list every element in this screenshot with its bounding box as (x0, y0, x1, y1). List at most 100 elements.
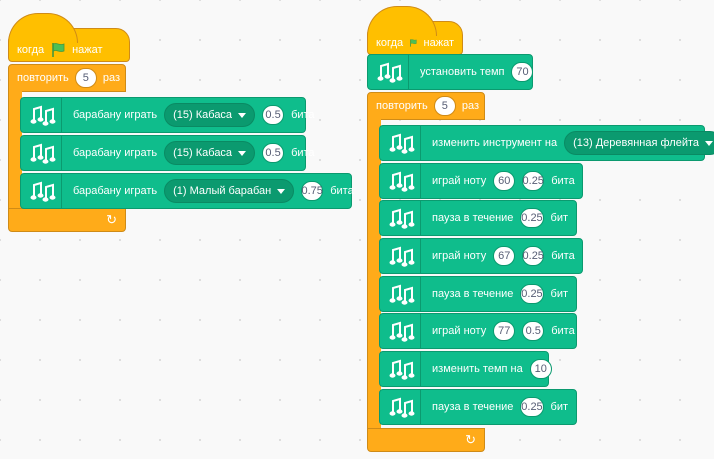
music-notes-icon (389, 282, 415, 306)
hat-suffix: нажат (423, 37, 454, 49)
play-note-label: играй ноту (432, 175, 487, 187)
play-note-block[interactable]: играй ноту 60 0.25 бита (379, 163, 583, 199)
music-extension-icon-wrap (372, 55, 409, 89)
instrument-value: (13) Деревянная флейта (573, 137, 699, 149)
beats-input[interactable]: 0.25 (520, 397, 544, 417)
beats-unit: бита (330, 185, 354, 197)
green-flag-icon (50, 42, 66, 58)
play-note-label: играй ноту (432, 250, 487, 262)
instrument-dropdown[interactable]: (13) Деревянная флейта (564, 131, 714, 155)
tempo-input[interactable]: 70 (511, 62, 534, 82)
music-extension-icon-wrap (384, 314, 421, 348)
music-extension-icon-wrap (384, 390, 421, 424)
music-extension-icon-wrap (25, 136, 62, 170)
music-notes-icon (389, 244, 415, 268)
repeat-arm (367, 119, 381, 429)
hat-cap (8, 13, 78, 43)
music-extension-icon-wrap (384, 277, 421, 311)
hat-label: когда (17, 44, 45, 56)
beats-input[interactable]: 0.25 (520, 284, 544, 304)
music-extension-icon-wrap (384, 239, 421, 273)
loop-arrow-icon: ↻ (106, 212, 117, 227)
play-drum-block[interactable]: барабану играть (1) Малый барабан 0.75 б… (20, 173, 354, 209)
rest-label: пауза в течение (432, 288, 514, 300)
music-notes-icon (389, 319, 415, 343)
dropdown-arrow-icon (238, 150, 247, 156)
instrument-label: изменить инструмент на (432, 137, 558, 149)
music-notes-icon (389, 131, 415, 155)
rest-block[interactable]: пауза в течение 0.25 бит (379, 200, 577, 236)
drum-value: (1) Малый барабан (173, 185, 272, 197)
beats-unit: бита (551, 325, 575, 337)
block-label: барабану играть (73, 109, 158, 121)
music-notes-icon (30, 141, 56, 165)
beats-input[interactable]: 0.25 (520, 208, 544, 228)
dropdown-arrow-icon (277, 188, 286, 194)
repeat-suffix: раз (102, 72, 121, 84)
note-input[interactable]: 60 (493, 171, 516, 191)
change-tempo-label: изменить темп на (432, 363, 523, 375)
rest-label: пауза в течение (432, 401, 514, 413)
play-note-block[interactable]: играй ноту 67 0.25 бита (379, 238, 583, 274)
beats-input[interactable]: 0.75 (301, 181, 324, 201)
play-drum-block[interactable]: барабану играть (15) Кабаса 0.5 бита (20, 135, 315, 171)
play-note-label: играй ноту (432, 325, 487, 337)
repeat-count-input[interactable]: 5 (74, 68, 97, 88)
rest-label: пауза в течение (432, 212, 514, 224)
block-label: барабану играть (73, 147, 158, 159)
repeat-count-input[interactable]: 5 (433, 96, 456, 116)
beats-unit: бита (551, 250, 575, 262)
repeat-header[interactable]: повторить 5 раз (367, 92, 485, 120)
beats-input[interactable]: 0.25 (522, 171, 545, 191)
music-notes-icon (377, 60, 403, 84)
music-extension-icon-wrap (25, 174, 62, 208)
music-extension-icon-wrap (384, 352, 421, 386)
music-notes-icon (389, 357, 415, 381)
set-instrument-block[interactable]: изменить инструмент на (13) Деревянная ф… (379, 125, 714, 161)
repeat-label: повторить (376, 100, 428, 112)
repeat-footer[interactable]: ↻ (8, 208, 126, 232)
change-tempo-block[interactable]: изменить темп на 10 (379, 351, 552, 387)
beats-unit: бит (550, 401, 568, 413)
music-notes-icon (389, 395, 415, 419)
when-flag-clicked-hat[interactable]: когда нажат (8, 13, 130, 62)
drum-dropdown[interactable]: (15) Кабаса (164, 141, 256, 165)
block-label: барабану играть (73, 185, 158, 197)
repeat-header[interactable]: повторить 5 раз (8, 64, 126, 92)
beats-input[interactable]: 0.25 (522, 246, 545, 266)
beats-input[interactable]: 0.5 (262, 105, 285, 125)
set-tempo-block[interactable]: установить темп 70 (367, 54, 534, 90)
loop-arrow-icon: ↻ (465, 432, 476, 447)
when-flag-clicked-hat[interactable]: когда нажат (367, 6, 463, 55)
repeat-footer[interactable]: ↻ (367, 428, 485, 452)
beats-unit: бит (550, 288, 568, 300)
play-drum-block[interactable]: барабану играть (15) Кабаса 0.5 бита (20, 97, 315, 133)
rest-block[interactable]: пауза в течение 0.25 бит (379, 276, 577, 312)
beats-unit: бита (291, 109, 315, 121)
set-tempo-label: установить темп (420, 66, 505, 78)
play-note-block[interactable]: играй ноту 77 0.5 бита (379, 313, 577, 349)
drum-dropdown[interactable]: (1) Малый барабан (164, 179, 295, 203)
music-extension-icon-wrap (25, 98, 62, 132)
beats-input[interactable]: 0.5 (522, 321, 545, 341)
hat-cap (367, 6, 437, 36)
drum-value: (15) Кабаса (173, 147, 233, 159)
music-notes-icon (30, 179, 56, 203)
repeat-label: повторить (17, 72, 69, 84)
dropdown-arrow-icon (238, 112, 247, 118)
tempo-change-input[interactable]: 10 (529, 359, 552, 379)
note-input[interactable]: 67 (493, 246, 516, 266)
music-extension-icon-wrap (384, 201, 421, 235)
drum-dropdown[interactable]: (15) Кабаса (164, 103, 256, 127)
music-notes-icon (30, 103, 56, 127)
green-flag-icon (409, 35, 417, 51)
repeat-arm (8, 91, 22, 209)
rest-block[interactable]: пауза в течение 0.25 бит (379, 389, 577, 425)
repeat-suffix: раз (461, 100, 480, 112)
music-notes-icon (389, 206, 415, 230)
note-input[interactable]: 77 (493, 321, 516, 341)
beats-input[interactable]: 0.5 (262, 143, 285, 163)
hat-suffix: нажат (72, 44, 103, 56)
music-extension-icon-wrap (384, 164, 421, 198)
beats-unit: бит (550, 212, 568, 224)
